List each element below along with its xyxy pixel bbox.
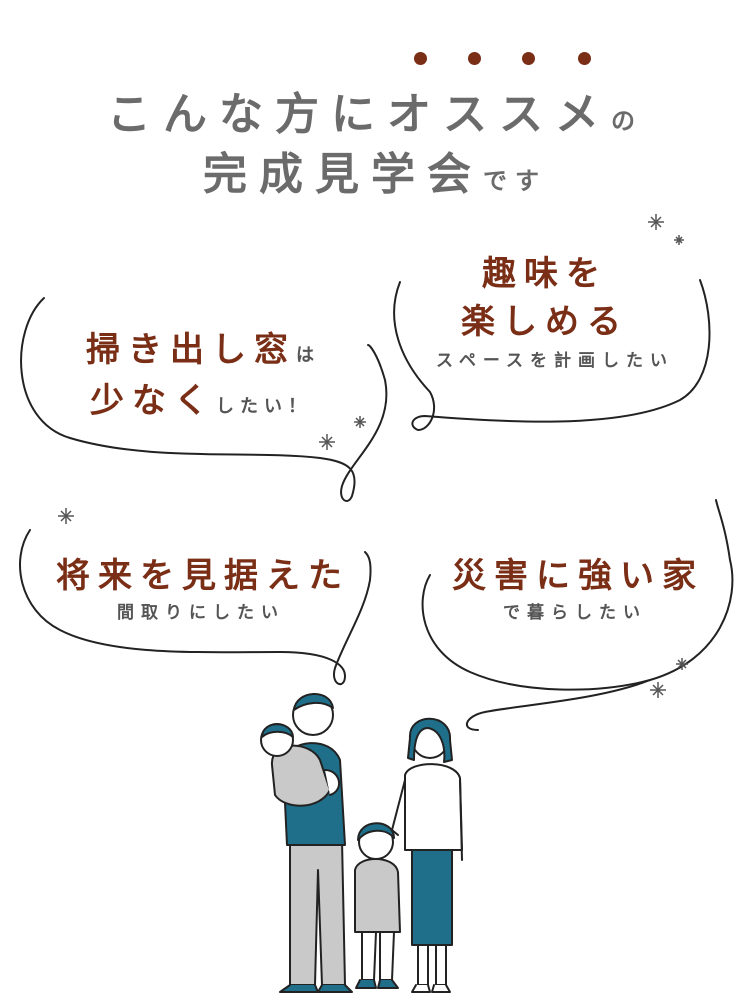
bubble-windows-main2-suffix: したい！ — [216, 396, 312, 417]
heading-line2-suffix: です — [483, 167, 547, 195]
bubble-future-main: 将来を見据えた — [56, 556, 350, 596]
bubble-hobby-main1: 趣味を — [482, 254, 608, 294]
emphasis-dot — [468, 52, 481, 65]
bubble-hobby-main2: 楽しめる — [461, 302, 629, 342]
bubble-disaster-main: 災害に強い家 — [452, 556, 704, 596]
family-illustration — [260, 693, 463, 993]
heading-line2: 完成見学会です — [0, 138, 750, 202]
emphasis-dot — [414, 52, 427, 65]
heading-line1-text: こんな方にオススメ — [107, 89, 611, 140]
bubble-windows-main2: 少なくしたい！ — [90, 373, 312, 422]
sparkle-icon — [58, 214, 688, 698]
bubble-windows-main2-text: 少なく — [90, 381, 216, 421]
bubble-windows-main1-text: 掃き出し窓 — [86, 330, 296, 370]
emphasis-dot — [578, 52, 591, 65]
bubble-disaster-sub: で暮らしたい — [503, 603, 647, 623]
heading-line1: こんな方にオススメの — [0, 78, 750, 142]
emphasis-dot — [522, 52, 535, 65]
bubble-windows-main1-suffix: は — [296, 345, 320, 366]
bubble-windows-main1: 掃き出し窓は — [86, 322, 320, 371]
bubble-future-sub: 間取りにしたい — [117, 603, 285, 623]
bubble-hobby-sub: スペースを計画したい — [436, 351, 674, 371]
heading-line2-text: 完成見学会 — [203, 149, 483, 200]
heading-line1-suffix: の — [611, 107, 643, 135]
